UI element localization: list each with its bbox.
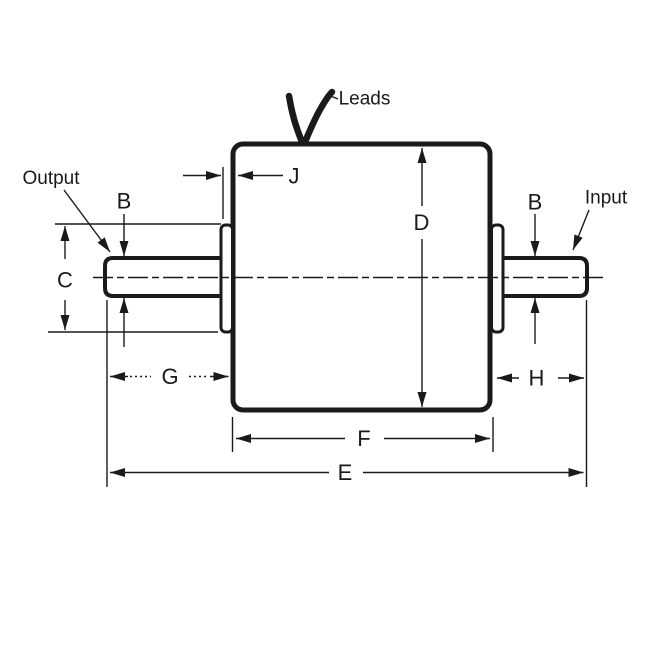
dimension-g: G (110, 364, 229, 389)
dimension-b-right: B (528, 190, 543, 344)
dimension-b-right-label: B (528, 190, 543, 215)
leads-leader-line (327, 94, 339, 100)
input-annotation: Input (572, 188, 628, 251)
dimension-d: D (414, 148, 430, 407)
dimension-b-left-label: B (117, 189, 132, 214)
input-bearing-boss (490, 223, 505, 334)
dimension-h: H (497, 366, 584, 391)
dimension-f: F (231, 417, 494, 452)
lead-wire-right (301, 88, 336, 146)
dimension-h-label: H (529, 366, 545, 391)
leads-label: Leads (339, 89, 391, 110)
input-label: Input (585, 188, 628, 209)
output-annotation: Output (22, 168, 111, 253)
dimension-d-label: D (414, 210, 430, 235)
dimension-g-label: G (161, 364, 178, 389)
dimension-j: J (183, 164, 300, 219)
dimension-c-label: C (57, 268, 73, 293)
output-bearing-boss (219, 223, 234, 334)
motor-outline-group (103, 88, 589, 413)
output-leader-line (63, 189, 111, 253)
input-leader-line (572, 209, 590, 251)
dimension-e: E (106, 300, 588, 487)
leads-annotation: Leads (327, 89, 391, 110)
lead-wire-left (285, 92, 306, 146)
dimension-c: C (48, 223, 221, 333)
dimension-j-label: J (289, 164, 300, 189)
dimension-e-label: E (338, 460, 353, 485)
dimension-f-label: F (357, 426, 370, 451)
dimension-b-left: B (117, 189, 132, 347)
output-label: Output (22, 168, 80, 189)
